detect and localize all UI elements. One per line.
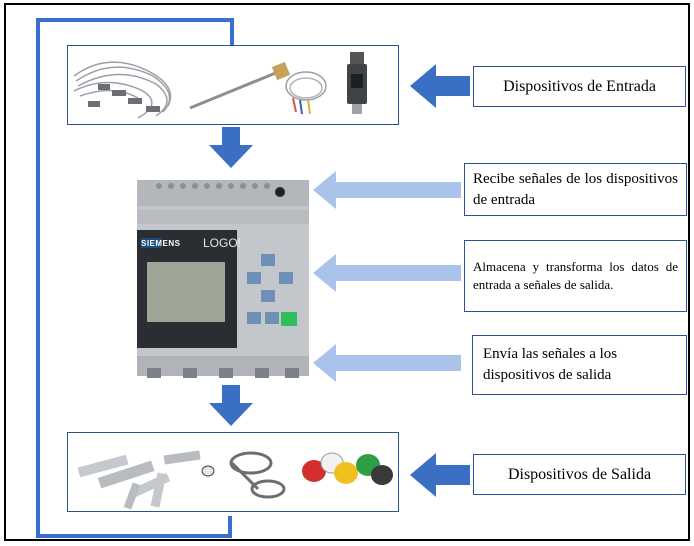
arrow-plc-to-output bbox=[209, 385, 253, 426]
receive-signals-text: Recibe señales de los dispositivos de en… bbox=[473, 171, 678, 208]
store-transform-text: Almacena y transforma los datos de entra… bbox=[473, 259, 678, 292]
temperature-probe-image bbox=[189, 61, 327, 115]
arrow-input-to-plc bbox=[209, 127, 253, 168]
pilot-lights-image bbox=[302, 452, 393, 485]
plc-brand: SIEMENS bbox=[141, 239, 181, 248]
arrow-receive bbox=[313, 171, 461, 209]
plc-body bbox=[137, 180, 309, 378]
input-devices-image-box bbox=[67, 45, 399, 125]
input-devices-label: Dispositivos de Entrada bbox=[473, 66, 686, 107]
diagram-frame bbox=[4, 3, 690, 541]
output-devices-text: Dispositivos de Salida bbox=[507, 465, 652, 483]
output-devices-image-box bbox=[67, 432, 399, 512]
store-transform-label: Almacena y transforma los datos de entra… bbox=[464, 240, 687, 312]
receive-signals-label: Recibe señales de los dispositivos de en… bbox=[464, 163, 687, 216]
cable-bundle-image bbox=[73, 61, 172, 119]
output-devices-label: Dispositivos de Salida bbox=[473, 454, 686, 495]
input-devices-illustration bbox=[73, 52, 367, 119]
output-devices-illustration bbox=[77, 450, 393, 510]
arrow-output-label bbox=[410, 453, 470, 497]
band-heater-image bbox=[229, 451, 286, 499]
input-devices-text: Dispositivos de Entrada bbox=[503, 77, 656, 95]
cylinders-image bbox=[77, 450, 201, 510]
plc-device: SIEMENS LOGO! bbox=[137, 172, 309, 384]
arrow-input-label bbox=[410, 64, 470, 108]
arrow-store bbox=[313, 254, 461, 292]
sensor-image bbox=[201, 465, 215, 477]
arrow-send bbox=[313, 344, 461, 382]
pressure-sensor-image bbox=[347, 52, 367, 114]
send-signals-text: Envía las señales a los dispositivos de … bbox=[483, 346, 618, 383]
plc-model: LOGO! bbox=[203, 236, 242, 250]
send-signals-label: Envía las señales a los dispositivos de … bbox=[472, 335, 687, 395]
